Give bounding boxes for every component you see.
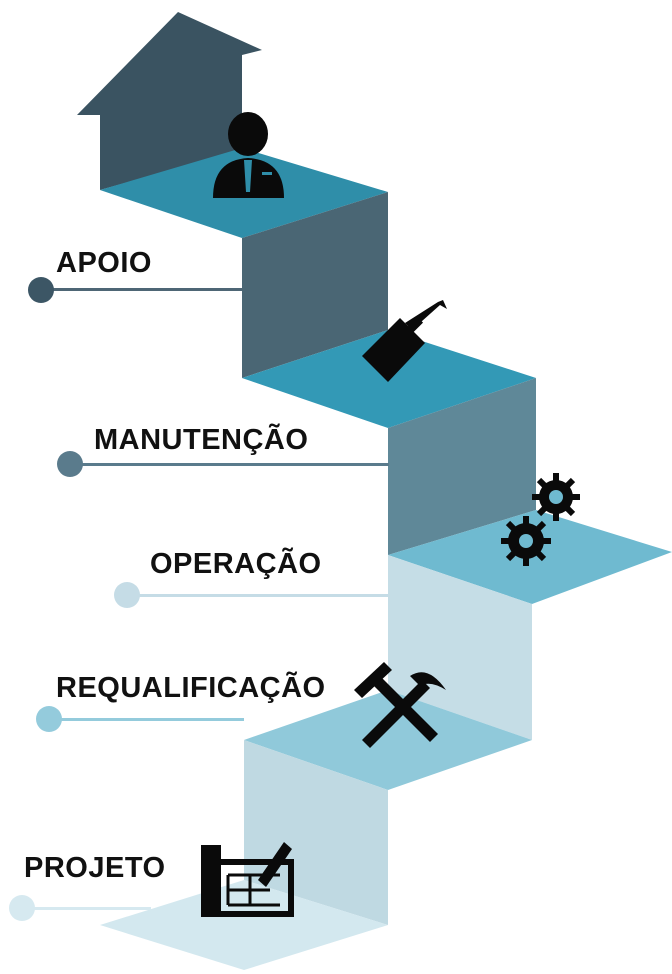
step-label: REQUALIFICAÇÃO xyxy=(56,672,326,704)
step-riser-manutencao xyxy=(388,378,536,555)
connector-line xyxy=(48,718,244,721)
step-label: MANUTENÇÃO xyxy=(94,424,309,456)
step-riser-requalificacao xyxy=(244,740,388,925)
connector-dot xyxy=(57,451,83,477)
connector-dot xyxy=(36,706,62,732)
paint-brush-icon xyxy=(362,300,447,382)
step-label: PROJETO xyxy=(24,852,166,884)
connector-line xyxy=(40,288,242,291)
step-riser-apoio xyxy=(242,192,388,378)
step-tread-projeto xyxy=(100,880,388,970)
step-label: OPERAÇÃO xyxy=(150,548,322,580)
hammer-pick-icon xyxy=(354,662,446,748)
step-label: APOIO xyxy=(56,247,152,279)
gears-icon xyxy=(501,473,580,566)
connector-line xyxy=(21,907,151,910)
businessman-icon xyxy=(213,112,284,198)
connector-line xyxy=(126,594,388,597)
connector-dot xyxy=(9,895,35,921)
house-shape xyxy=(77,12,262,190)
connector-dot xyxy=(114,582,140,608)
connector-line xyxy=(69,463,389,466)
connector-dot xyxy=(28,277,54,303)
blueprint-pen-icon xyxy=(201,842,294,917)
